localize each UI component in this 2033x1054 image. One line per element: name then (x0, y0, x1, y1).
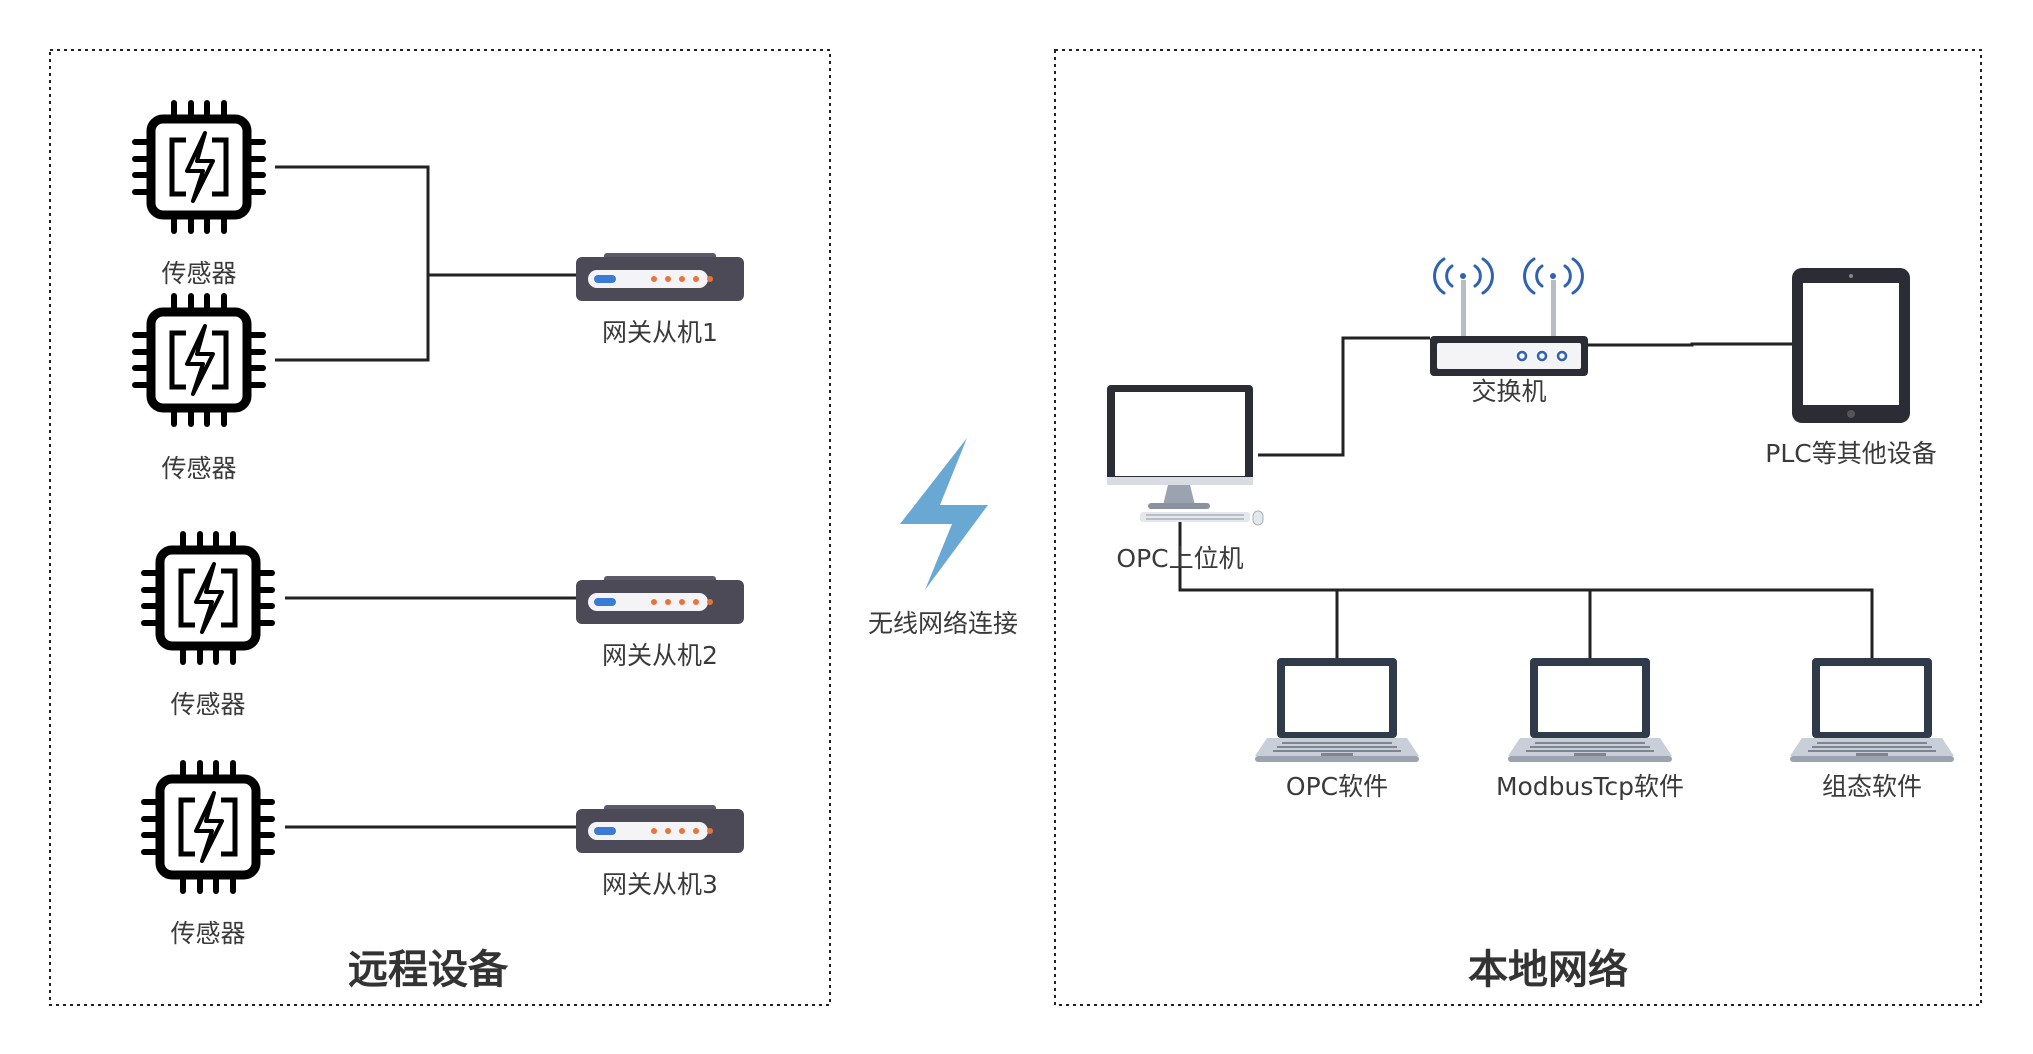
laptop-icon (1254, 657, 1420, 763)
laptop-icon (1789, 657, 1955, 763)
sensor-chip-icon (144, 534, 272, 662)
opc-host-label: OPC上位机 (1116, 544, 1243, 573)
wireless-link-label: 无线网络连接 (868, 609, 1018, 638)
remote-devices-title: 远程设备 (348, 947, 509, 993)
gateway-router-icon (576, 805, 744, 853)
switch-icon (1430, 257, 1588, 376)
gateway-router-icon (576, 576, 744, 624)
lightning-icon (900, 438, 988, 590)
sensor-chip-icon (135, 103, 263, 231)
switch-label: 交换机 (1471, 377, 1546, 406)
local-network-frame (1054, 49, 1982, 1006)
sensor-label: 传感器 (170, 919, 245, 948)
gateway-router-icon (576, 253, 744, 301)
sensor-chip-icon (135, 296, 263, 424)
sensor-label: 传感器 (161, 259, 236, 288)
client-label: 组态软件 (1822, 772, 1922, 801)
sensor-chip-icon (144, 763, 272, 891)
gateway-label: 网关从机1 (602, 318, 718, 347)
sensor-label: 传感器 (161, 454, 236, 483)
laptop-icon (1507, 657, 1673, 763)
plc-label: PLC等其他设备 (1765, 439, 1936, 468)
remote-wires (275, 165, 582, 829)
local-wires (1178, 336, 1874, 658)
gateway-label: 网关从机2 (602, 641, 718, 670)
tablet-icon (1792, 268, 1910, 423)
sensor-label: 传感器 (170, 690, 245, 719)
gateway-label: 网关从机3 (602, 870, 718, 899)
client-label: ModbusTcp软件 (1496, 772, 1684, 801)
client-label: OPC软件 (1286, 772, 1388, 801)
desktop-monitor-icon (1107, 385, 1264, 526)
local-network-title: 本地网络 (1468, 947, 1628, 993)
